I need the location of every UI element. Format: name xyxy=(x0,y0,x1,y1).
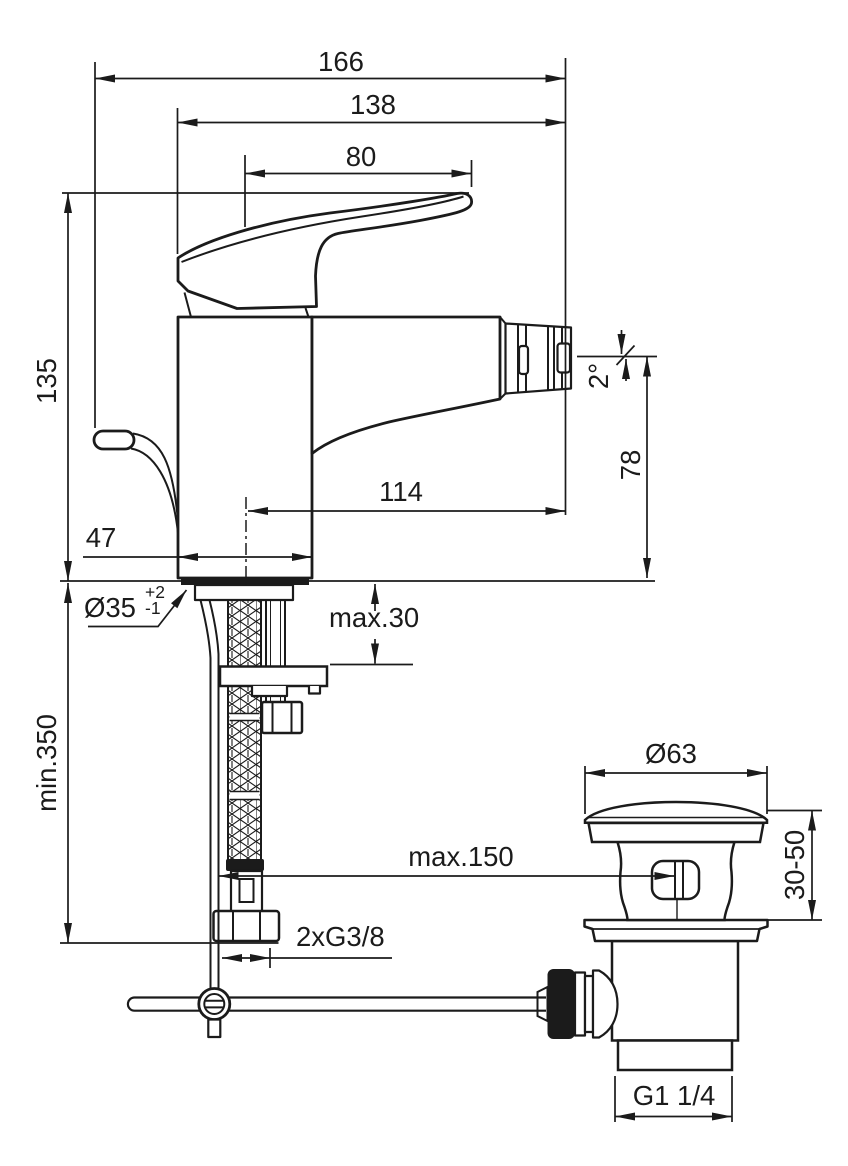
g38-leader xyxy=(269,948,392,968)
pull-rod-right-line xyxy=(208,599,220,989)
dim-label-d63: Ø63 xyxy=(645,738,697,769)
dim-label-30-50: 30-50 xyxy=(779,830,810,900)
dim-label-max150: max.150 xyxy=(408,841,513,872)
dim-label-angle: 2° xyxy=(583,363,614,389)
clamp-hook xyxy=(307,686,322,695)
waste-lower-flange xyxy=(583,918,769,943)
hose-end-fitting xyxy=(212,859,281,943)
waste-lever-pin xyxy=(674,861,684,899)
base-gasket xyxy=(181,578,309,585)
hose-braid xyxy=(227,599,262,862)
aerator-neck xyxy=(499,316,507,400)
dim-label-max30: max.30 xyxy=(329,602,419,633)
ball-joint-ring-2 xyxy=(583,974,595,1034)
waste-drain-assembly xyxy=(536,800,769,1072)
mixer-faucet xyxy=(92,191,573,580)
dimension-annotations: 166 138 80 135 min.350 47 114 2° 78 Ø35 xyxy=(31,46,822,1122)
dim-label-hole: Ø35 xyxy=(84,592,136,623)
linkage-pivot-inner xyxy=(203,993,226,1015)
actuator-knob xyxy=(92,429,136,451)
waste-lower-body xyxy=(610,939,740,1042)
pivot-lower-stub xyxy=(207,1018,222,1039)
leader-mounting-hole xyxy=(88,589,188,628)
clamp-fixing xyxy=(218,665,329,735)
clamp-hex-nut xyxy=(260,700,304,735)
aerator xyxy=(499,316,573,400)
dim-label-47: 47 xyxy=(86,522,117,553)
hose-crimp-gap-2 xyxy=(229,791,260,800)
actuator-rod-outer-line xyxy=(132,432,179,522)
dim-label-hole-tol-minus: -1 xyxy=(145,598,161,618)
clamp-plate xyxy=(218,665,329,688)
hose-crimp-lines-2 xyxy=(229,790,260,801)
actuator-rod-inner-line xyxy=(130,447,179,534)
waste-plug-dome xyxy=(583,800,769,825)
ball-joint-nut xyxy=(547,969,575,1039)
dim-label-138: 138 xyxy=(350,89,396,120)
waste-tailpipe xyxy=(616,1039,734,1072)
dim-label-g38: 2xG3/8 xyxy=(296,921,385,952)
lever-edge-line xyxy=(181,195,464,263)
dim-label-80: 80 xyxy=(346,141,377,172)
dim-label-hole-tol-plus: +2 xyxy=(145,582,165,602)
ball-joint-ring-1 xyxy=(573,971,587,1037)
clamp-lip xyxy=(250,686,289,698)
dim-label-135: 135 xyxy=(31,358,62,404)
lever-blade xyxy=(176,191,473,310)
hose-crimp-gap-1 xyxy=(229,713,260,721)
pivot-slot xyxy=(204,999,224,1009)
faucet-body xyxy=(176,315,314,580)
waste-upper-flange xyxy=(586,821,766,844)
horizontal-linkage-rod xyxy=(126,996,546,1012)
lever-base-legs xyxy=(183,292,310,318)
g38-nut-facets xyxy=(232,911,261,941)
hex-nut-facets xyxy=(271,702,293,733)
dim-label-166: 166 xyxy=(318,46,364,77)
pull-rod-left-line xyxy=(199,599,212,989)
ball-joint xyxy=(536,969,619,1039)
spout xyxy=(310,315,502,455)
dim-label-114: 114 xyxy=(379,476,423,507)
hose-ferrule xyxy=(226,859,264,871)
hose-crimp-lines-1 xyxy=(229,712,260,722)
dim-label-min350: min.350 xyxy=(31,714,62,812)
braided-hose xyxy=(227,599,262,862)
ball-joint-housing xyxy=(591,969,619,1039)
fitting-body xyxy=(229,869,264,914)
aerator-tab-left xyxy=(517,344,530,376)
aerator-tab-right xyxy=(556,342,572,374)
mounting-shank xyxy=(193,583,295,602)
dim-label-78: 78 xyxy=(615,450,646,481)
pop-up-linkage xyxy=(126,599,546,1039)
dim-label-g114: G1 1/4 xyxy=(633,1080,716,1111)
pop-up-actuator-knob xyxy=(92,429,179,534)
lever-handle xyxy=(176,191,473,318)
under-deck-assembly xyxy=(181,578,329,943)
angle-tick-line xyxy=(615,344,636,366)
g38-nut xyxy=(212,909,281,943)
